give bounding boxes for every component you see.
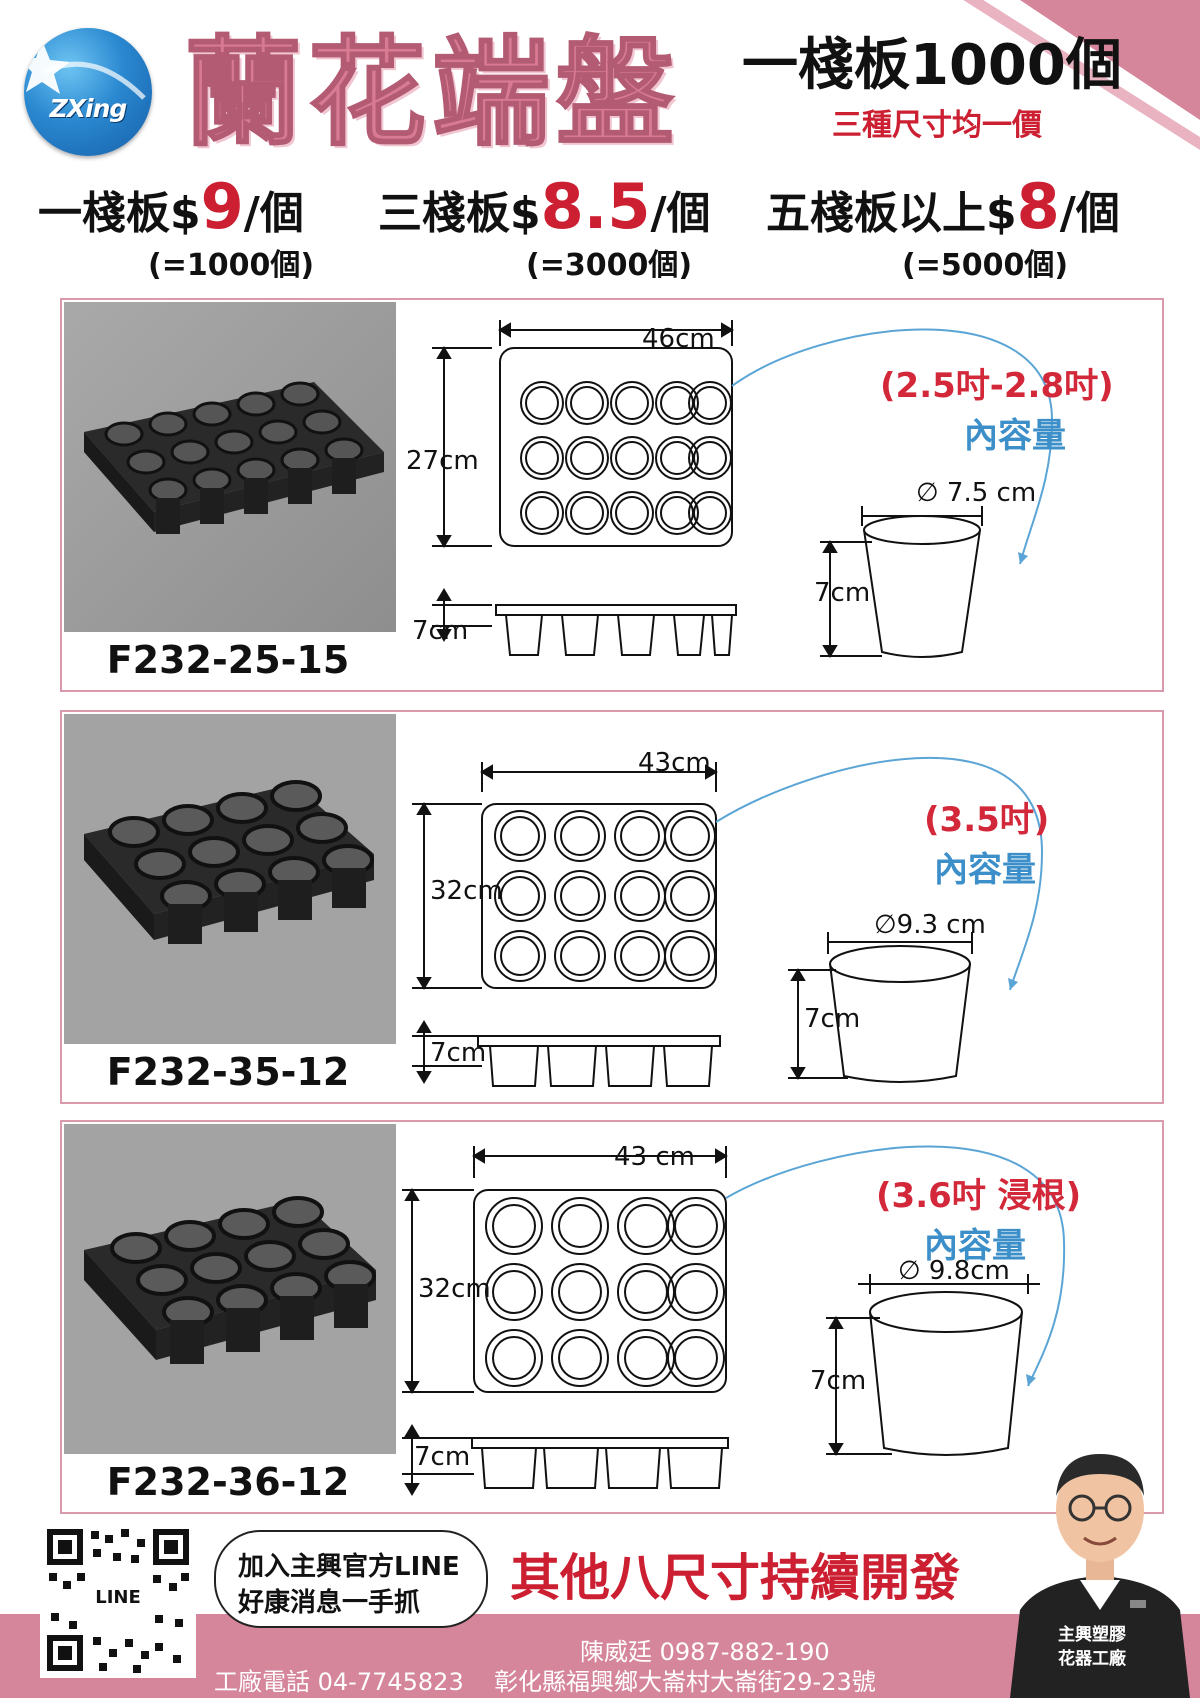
- footer-band: [0, 1614, 1200, 1698]
- line-promo-line-1: 加入主興官方LINE: [238, 1552, 460, 1582]
- price-tier-1: 一棧板$9/個: [38, 170, 304, 243]
- pot-diameter-3: ∅ 9.8cm: [898, 1256, 1010, 1286]
- dimension-length-2: 43cm: [638, 748, 711, 778]
- dimension-height-3: 7cm: [414, 1442, 471, 1472]
- qr-line-label: LINE: [95, 1587, 141, 1608]
- contact-person: 陳威廷 0987-882-190: [580, 1638, 830, 1666]
- dimension-width-3: 32cm: [418, 1274, 491, 1304]
- line-promo-line-2: 好康消息一手抓: [238, 1588, 421, 1618]
- line-qr-code[interactable]: LINE: [40, 1522, 196, 1678]
- capacity-label-1: 內容量: [964, 416, 1066, 456]
- mascot-caption-1: 主興塑膠: [1058, 1625, 1126, 1645]
- dimension-width-1: 27cm: [406, 446, 479, 476]
- page-title: 蘭花端盤: [183, 24, 681, 162]
- product-photo-1: [64, 302, 396, 632]
- zxing-logo: ZXing: [24, 28, 152, 156]
- capacity-label-3: 內容量: [924, 1226, 1026, 1266]
- price-tier-2: 三棧板$8.5/個: [378, 170, 711, 243]
- product-model-1: F232-25-15: [106, 638, 350, 682]
- pot-size-inches-3: (3.6吋 浸根): [876, 1176, 1082, 1216]
- dimension-height-2: 7cm: [430, 1038, 487, 1068]
- pot-height-3: 7cm: [810, 1366, 867, 1396]
- pot-diameter-1: ∅ 7.5 cm: [916, 478, 1037, 508]
- product-photo-3: [64, 1124, 396, 1454]
- pot-diameter-2: ∅9.3 cm: [874, 910, 986, 940]
- pot-height-1: 7cm: [814, 578, 871, 608]
- product-photo-2: [64, 714, 396, 1044]
- product-card-2: F232-35-12 43cm 32cm 7cm ∅: [60, 710, 1164, 1104]
- pallet-quantity: 一棧板1000個: [742, 33, 1122, 98]
- capacity-label-2: 內容量: [934, 850, 1036, 890]
- same-price-note: 三種尺寸均一價: [832, 108, 1042, 143]
- product-diagram-3: [402, 1145, 1066, 1496]
- product-card-3: F232-36-12 43 cm 32cm: [60, 1120, 1164, 1514]
- price-tier-3: 五棧板以上$8/個: [766, 170, 1120, 243]
- pot-height-2: 7cm: [804, 1004, 861, 1034]
- pot-size-inches-1: (2.5吋-2.8吋): [880, 366, 1114, 406]
- product-model-3: F232-36-12: [106, 1460, 350, 1504]
- dimension-length-3: 43 cm: [614, 1142, 695, 1172]
- line-promo-bubble: 加入主興官方LINE 好康消息一手抓: [214, 1530, 488, 1628]
- price-tier-3-quantity: (=5000個): [902, 248, 1069, 283]
- development-notice: 其他八尺寸持續開發: [510, 1549, 960, 1607]
- dimension-height-1: 7cm: [412, 616, 469, 646]
- product-diagram-1: [432, 320, 1054, 658]
- product-diagram-2: [412, 756, 1044, 1087]
- dimension-length-1: 46cm: [642, 324, 715, 354]
- mascot-caption-2: 花器工廠: [1058, 1649, 1126, 1669]
- dimension-width-2: 32cm: [430, 876, 503, 906]
- price-tier-1-quantity: (=1000個): [148, 248, 315, 283]
- pot-size-inches-2: (3.5吋): [924, 800, 1050, 840]
- product-card-1: F232-25-15 46cm 27cm: [60, 298, 1164, 692]
- factory-phone: 工廠電話 04-7745823: [214, 1668, 464, 1696]
- logo-text: ZXing: [49, 94, 128, 123]
- price-tier-2-quantity: (=3000個): [526, 248, 693, 283]
- factory-address: 彰化縣福興鄉大崙村大崙街29-23號: [494, 1668, 876, 1696]
- product-model-2: F232-35-12: [106, 1050, 350, 1094]
- mascot-illustration: [1010, 1454, 1190, 1698]
